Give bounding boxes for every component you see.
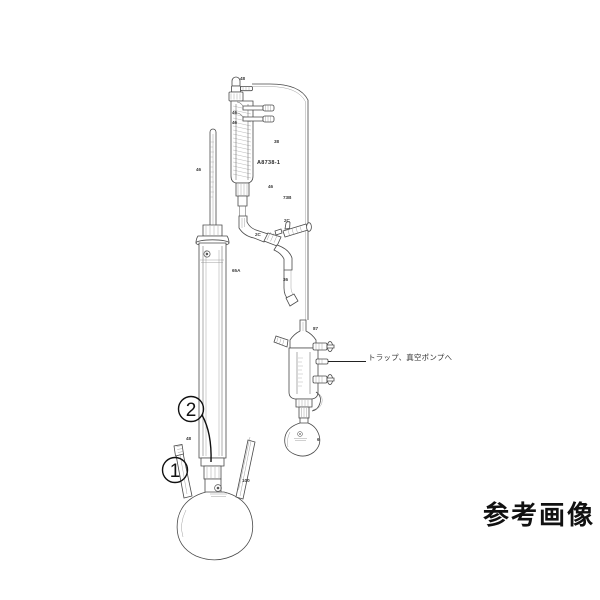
condenser-side-arms: 46 46 [232,101,275,125]
part-number-label: 6 [317,437,320,442]
product-code-label: A8738-1 [257,160,281,166]
thermometer-tube: 46 [196,128,217,227]
receiver-stopcock-upper [312,341,335,352]
receiver-down-tube: 36 [283,270,299,307]
column-lower-joint [200,457,225,480]
callout-1-number: 1 [170,461,181,482]
top-inlet-stopcock: 48 [228,76,253,102]
vacuum-bypass-tube [252,83,309,320]
receiver-stopcock-lower [312,374,335,385]
receiving-flask: 6 [284,417,321,457]
part-number-label: 2C [255,232,262,237]
stopcock-2c-upper: 2C 2C [255,218,312,238]
main-distillation-column: 65A [198,242,241,459]
receiver-graduations [298,357,303,387]
part-number-label: 100 [242,478,250,483]
callout-2-leader [201,414,212,463]
part-number-label: 48 [240,76,246,81]
reference-image-label: 参考画像 [483,501,596,531]
part-number-label: 73B [283,195,292,200]
part-number-label: 87 [313,326,319,331]
condenser-lower-joint [235,182,250,216]
part-number-label: 46 [196,167,202,172]
flask-logo-receiver [294,431,307,441]
part-number-label: 46 [268,184,274,189]
callout-2: 2 [177,395,205,423]
thermometer-graduations [210,141,214,198]
part-number-label: 46 [232,120,238,125]
part-number-label: 46 [232,110,238,115]
flask-logo-main [210,484,227,497]
vacuum-line-label: トラップ、真空ポンプへ [368,353,453,362]
crossover-elbow: 46 73B [238,184,293,271]
callout-1: 1 [161,456,189,484]
vacuum-takeoff-port [315,358,329,365]
part-number-label: 2C [284,218,291,223]
part-number-label: 36 [283,277,289,282]
part-number-label: 38 [274,139,280,144]
column-logo [200,250,224,263]
coil-condenser: 38 [230,100,280,184]
receiver-lower-joint [295,391,323,419]
part-number-label: 65A [232,268,241,273]
callout-2-number: 2 [186,400,197,421]
receiver-head [273,319,317,349]
main-round-bottom-flask: 48 100 [173,436,256,561]
part-number-label: 48 [186,436,192,441]
